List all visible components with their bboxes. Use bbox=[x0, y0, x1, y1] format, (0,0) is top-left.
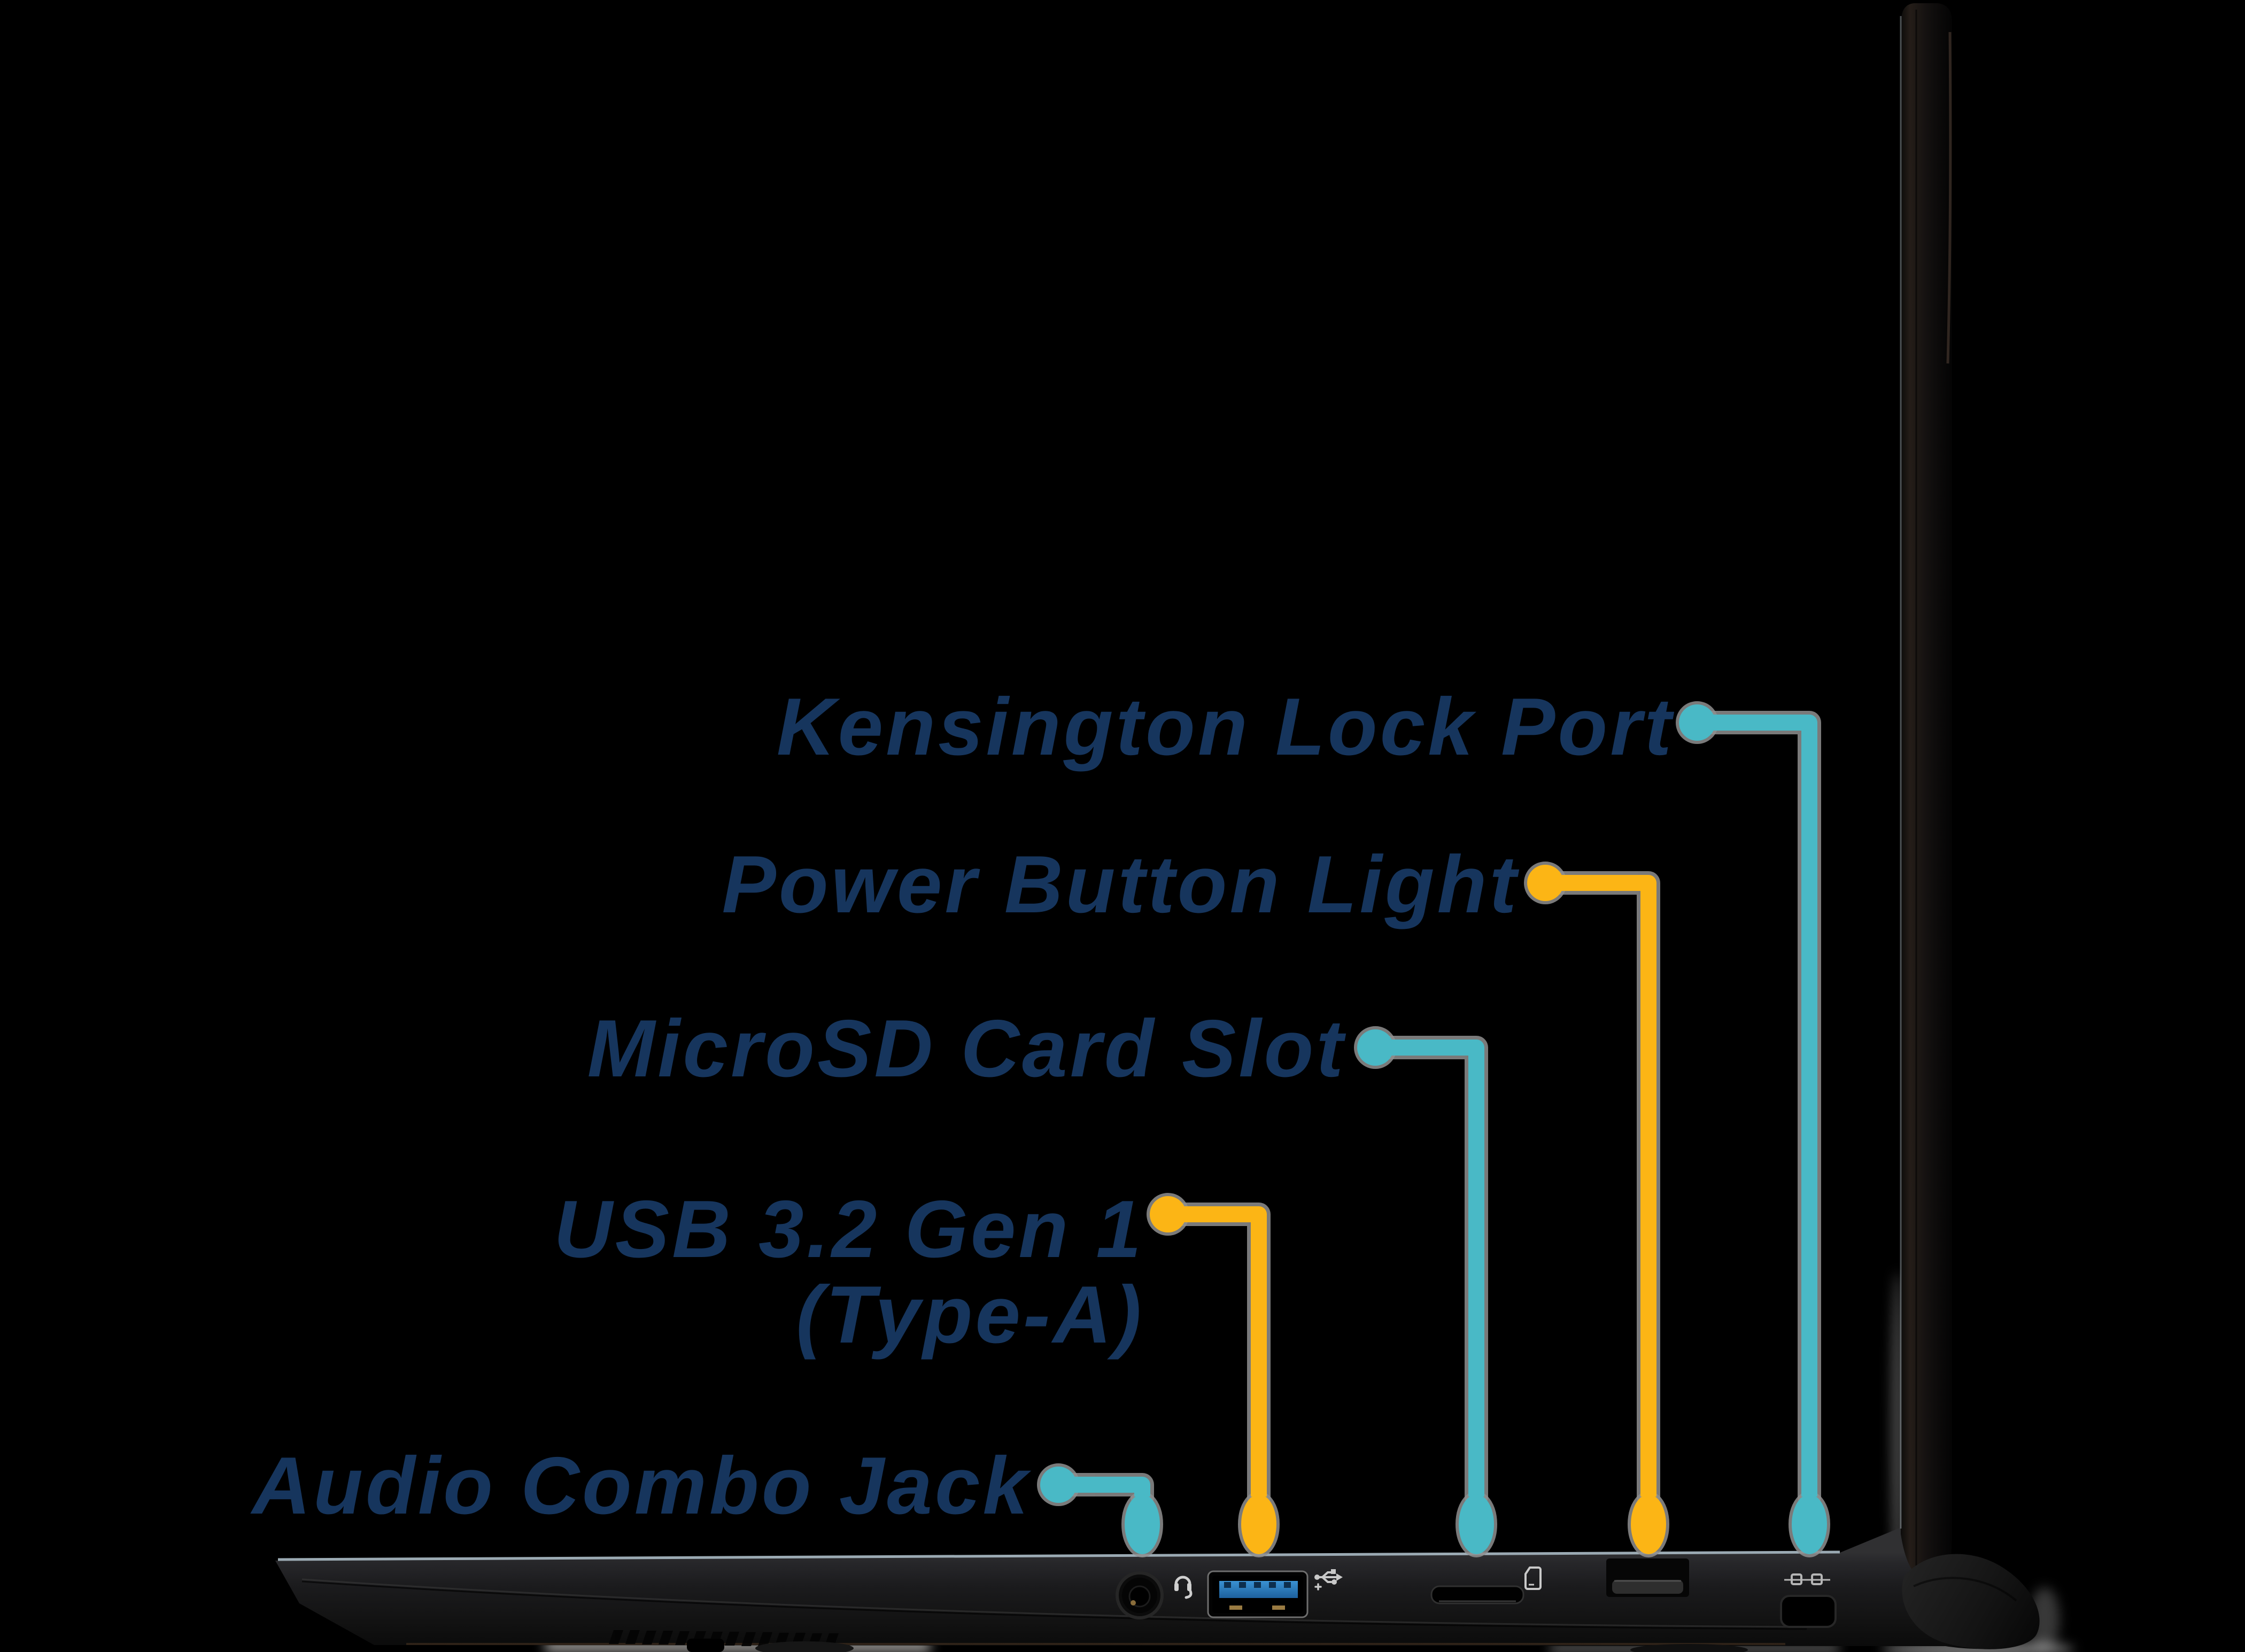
callout-line-power bbox=[1545, 875, 1656, 1496]
label-power-button-light: Power Button Light bbox=[722, 839, 1519, 930]
callout-line-kensington bbox=[1697, 715, 1817, 1496]
usb-port bbox=[1207, 1570, 1309, 1618]
label-audio-combo-jack: Audio Combo Jack bbox=[252, 1440, 1031, 1531]
callout-power bbox=[1527, 865, 1666, 1554]
callout-kensington bbox=[1679, 704, 1827, 1554]
sd-card-icon bbox=[1524, 1566, 1542, 1590]
laptop-screen bbox=[1901, 3, 1952, 1585]
port-marker-power bbox=[1631, 1494, 1666, 1554]
callout-line-microsd bbox=[1375, 1040, 1484, 1496]
power-button bbox=[1606, 1558, 1689, 1597]
callout-line-audio bbox=[1058, 1477, 1150, 1496]
callout-microsd bbox=[1357, 1029, 1494, 1554]
callout-audio bbox=[1040, 1467, 1160, 1554]
screen-top-highlight bbox=[1946, 32, 1952, 364]
port-marker-usb bbox=[1241, 1494, 1276, 1554]
hinge-seam bbox=[1913, 1577, 2017, 1602]
port-marker-microsd bbox=[1459, 1494, 1494, 1554]
label-kensington-lock-port: Kensington Lock Port bbox=[776, 681, 1674, 772]
label-usb-line1: USB 3.2 Gen 1 bbox=[553, 1184, 1144, 1275]
kensington-slot bbox=[1780, 1595, 1837, 1628]
callout-usb bbox=[1150, 1196, 1276, 1554]
callout-dot-audio bbox=[1040, 1467, 1077, 1503]
callout-dot-microsd bbox=[1357, 1029, 1394, 1066]
port-marker-audio bbox=[1125, 1494, 1160, 1554]
callout-dot-power bbox=[1527, 865, 1563, 901]
callout-dot-kensington bbox=[1679, 704, 1715, 741]
kensington-lock-icon bbox=[1784, 1573, 1830, 1585]
base-seam-shadow bbox=[301, 1580, 1807, 1630]
callout-dot-usb bbox=[1150, 1196, 1186, 1232]
callout-halo-dots bbox=[1037, 701, 1830, 1557]
base-edge-highlight bbox=[277, 1550, 1840, 1561]
label-usb-32-gen1: USB 3.2 Gen 1 (Type-A) bbox=[554, 1186, 1144, 1358]
port-marker-kensington bbox=[1792, 1494, 1827, 1554]
rubber-feet bbox=[687, 1639, 1748, 1652]
audio-jack-port bbox=[1116, 1571, 1164, 1619]
usb-icon bbox=[1314, 1569, 1343, 1591]
label-microsd-card-slot: MicroSD Card Slot bbox=[587, 1003, 1346, 1094]
microsd-slot bbox=[1430, 1585, 1524, 1604]
label-usb-line2: (Type-A) bbox=[796, 1269, 1144, 1360]
vent-grille bbox=[609, 1630, 839, 1647]
callout-line-usb bbox=[1168, 1206, 1267, 1496]
laptop-hinge bbox=[1902, 1554, 2040, 1649]
headphone-icon bbox=[1174, 1576, 1193, 1599]
base-seam bbox=[301, 1578, 1807, 1628]
